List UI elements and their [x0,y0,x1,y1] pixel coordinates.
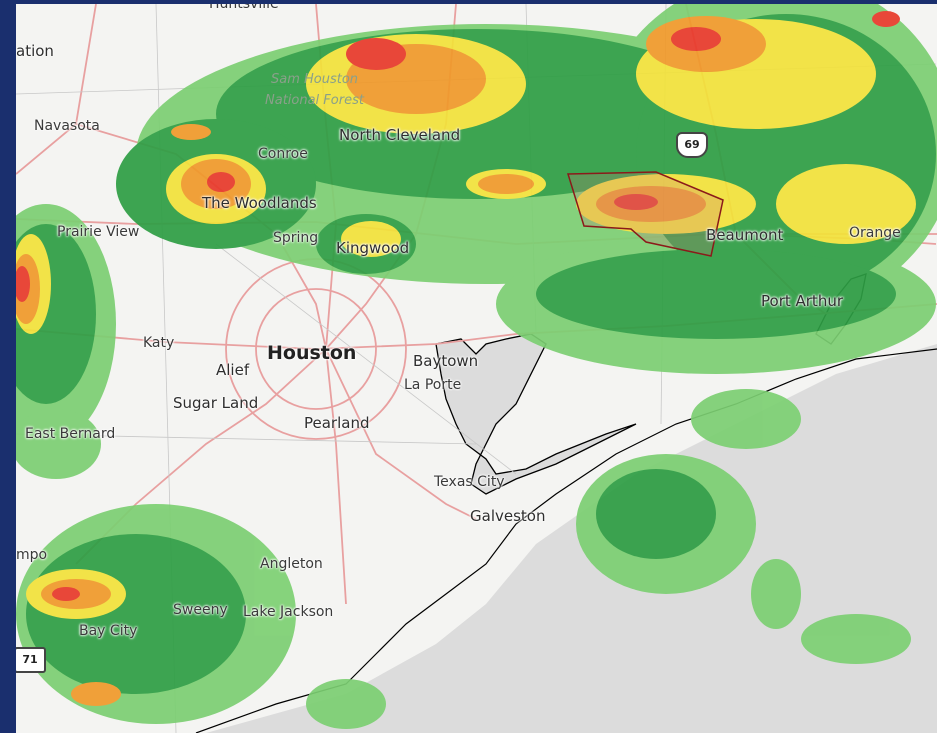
label-prairie-view: Prairie View [57,224,140,240]
label-ation: ation [16,42,54,60]
label-sam-houston: Sam Houston [271,72,359,87]
label-east-bernard: East Bernard [25,426,116,442]
label-navasota: Navasota [34,118,100,134]
map-canvas[interactable] [16,4,937,733]
label-port-arthur: Port Arthur [761,292,843,310]
radar-map[interactable]: Huntsville ation Navasota Sam Houston Na… [16,4,937,733]
sh-71-shield-icon: 71 [16,647,46,673]
label-spring: Spring [273,230,319,246]
label-huntsville: Huntsville [209,4,279,12]
label-the-woodlands: The Woodlands [202,194,317,212]
label-conroe: Conroe [258,146,308,162]
coastline [195,348,937,733]
label-sugar-land: Sugar Land [173,394,259,412]
label-kingwood: Kingwood [336,239,410,257]
label-alief: Alief [216,361,250,379]
warning-polygon[interactable] [566,171,724,257]
radar-overlay [16,4,937,729]
label-katy: Katy [143,335,175,351]
label-orange: Orange [849,225,901,241]
label-texas-city: Texas City [434,474,505,490]
label-sweeny: Sweeny [173,602,228,618]
label-pearland: Pearland [304,414,370,432]
label-houston: Houston [267,342,357,364]
gulf-water [206,344,937,733]
label-national-forest: National Forest [265,93,364,108]
label-bay-city: Bay City [79,623,138,639]
label-lake-jackson: Lake Jackson [243,604,334,620]
label-north-cleveland: North Cleveland [339,126,461,144]
label-la-porte: La Porte [404,377,462,393]
label-beaumont: Beaumont [706,226,784,244]
label-mpo: mpo [16,547,48,563]
label-baytown: Baytown [413,352,479,370]
us-69-shield-icon: 69 [676,132,708,158]
label-galveston: Galveston [470,507,546,525]
label-angleton: Angleton [260,556,323,572]
